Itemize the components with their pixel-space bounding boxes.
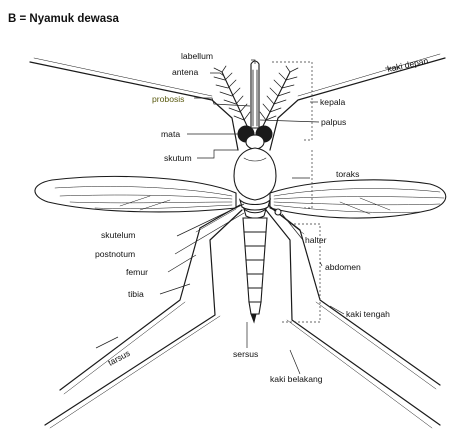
label-abdomen: abdomen: [325, 262, 361, 272]
label-probosis: probosis: [152, 94, 184, 104]
label-halter: halter: [305, 235, 327, 245]
label-postnotum: postnotum: [95, 249, 135, 259]
label-skutum: skutum: [164, 153, 192, 163]
label-skutelum: skutelum: [101, 230, 135, 240]
proboscis: [251, 61, 259, 128]
diagram-title: B = Nyamuk dewasa: [8, 13, 120, 25]
label-palpus: palpus: [321, 117, 346, 127]
label-mata: mata: [161, 129, 180, 139]
label-antena: antena: [172, 67, 199, 77]
label-femur: femur: [126, 267, 148, 277]
left-wing: [35, 176, 236, 211]
label-labellum: labellum: [181, 51, 213, 61]
label-tibia: tibia: [128, 289, 144, 299]
label-kepala: kepala: [320, 97, 346, 107]
label-sersus: sersus: [233, 349, 258, 359]
label-kaki-tengah: kaki tengah: [346, 309, 390, 319]
mosquito-body: [234, 126, 281, 322]
label-kaki-depan: kaki depan: [386, 55, 429, 73]
label-kaki-belakang: kaki belakang: [270, 374, 323, 384]
right-wing: [270, 180, 446, 218]
label-tarsus: tarsus: [106, 348, 131, 368]
label-toraks: toraks: [336, 169, 359, 179]
hind-legs: [45, 210, 440, 428]
